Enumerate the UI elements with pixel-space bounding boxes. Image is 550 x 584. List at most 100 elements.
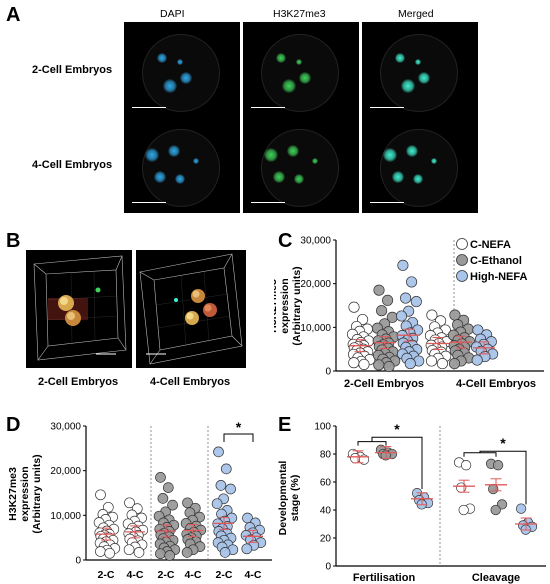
data-point	[350, 453, 361, 464]
data-point	[348, 357, 360, 369]
chart-c-y-tick-label: 20,000	[300, 279, 331, 290]
chart-c-y-tick-label: 10,000	[300, 323, 331, 334]
render-caption-2-cell: 2-Cell Embryos	[38, 376, 119, 388]
chart-d-x-tick-label: 4-C	[245, 569, 262, 581]
data-point	[219, 547, 231, 558]
column-header-dapi: DAPI	[160, 8, 185, 20]
chart-c-y-tick-label: 0	[325, 367, 331, 378]
data-point	[397, 259, 409, 271]
chart-e-y-axis-label-line: Developmental	[277, 461, 289, 536]
nucleus	[383, 148, 397, 162]
data-point	[458, 504, 469, 516]
data-point	[448, 358, 461, 370]
render-3d-4-cell	[136, 250, 246, 368]
data-point	[471, 354, 483, 366]
nucleus	[276, 53, 286, 63]
chart-d-y-axis-label-line: expression	[19, 466, 31, 521]
nucleus	[312, 158, 318, 164]
nucleus	[287, 145, 299, 157]
data-point	[376, 305, 388, 317]
scale-bar	[251, 201, 285, 203]
data-point	[167, 499, 178, 511]
nucleus	[418, 72, 430, 84]
row-label-2-cell: 2-Cell Embryos	[32, 64, 113, 76]
column-header-h3k27me3: H3K27me3	[273, 8, 326, 20]
data-point	[102, 501, 114, 513]
data-point	[395, 310, 408, 322]
nucleus	[431, 158, 437, 164]
data-point	[492, 460, 504, 471]
chart-e-y-tick-label: 60	[320, 478, 332, 489]
chart-e-y-tick-label: 0	[325, 562, 331, 573]
chart-e-y-tick-label: 40	[320, 506, 332, 517]
chart-d-x-tick-label: 2-C	[158, 569, 175, 581]
micrograph-4-cell-dapi	[124, 117, 240, 213]
data-point	[241, 543, 253, 555]
data-point	[133, 547, 145, 558]
micrograph-4-cell-merged	[362, 117, 478, 213]
scale-bar	[132, 106, 166, 108]
chart-d-x-tick-label: 2-C	[216, 569, 233, 581]
data-point	[157, 493, 169, 504]
significance-marker: *	[236, 419, 242, 435]
chart-d-y-tick-label: 30,000	[50, 422, 81, 433]
data-point	[124, 497, 135, 509]
scale-bar	[251, 106, 285, 108]
chart-d-x-tick-label: 4-C	[127, 569, 144, 581]
chart-d-y-axis-label-line: H3K27me3	[7, 467, 19, 521]
data-point	[456, 482, 467, 493]
panel-letter-b: B	[6, 230, 21, 252]
chart-e-x-tick-label: Cleavage	[472, 572, 520, 584]
data-point	[357, 313, 369, 326]
scale-bar	[370, 106, 404, 108]
significance-bracket	[357, 441, 387, 446]
nucleus	[163, 79, 177, 93]
zona-pellucida	[380, 34, 458, 112]
chart-e-y-axis-label-line: stage (%)	[289, 475, 301, 522]
data-point	[348, 301, 360, 313]
data-point	[460, 460, 472, 471]
legend-label: C-Ethanol	[470, 255, 522, 267]
nucleus	[395, 53, 405, 63]
chart-c-x-group-label: 4-Cell Embryos	[456, 378, 536, 390]
chart-e-y-tick-label: 80	[320, 450, 332, 461]
chart-d-y-tick-label: 0	[75, 556, 81, 567]
micrograph-2-cell-h3k27me3	[243, 22, 359, 118]
data-point	[220, 463, 232, 475]
significance-bracket	[463, 452, 497, 457]
data-point	[488, 483, 499, 495]
nucleus	[406, 145, 418, 157]
chart-e-y-tick-label: 100	[314, 422, 331, 433]
significance-bracket	[223, 433, 254, 442]
data-point	[95, 489, 106, 501]
data-point	[515, 503, 527, 514]
data-point	[490, 504, 501, 516]
chart-d-y-tick-label: 10,000	[50, 511, 81, 522]
significance-bracket	[479, 450, 527, 505]
nucleus	[299, 72, 311, 84]
data-point	[373, 359, 385, 371]
data-point	[95, 546, 106, 557]
data-point	[181, 547, 193, 558]
data-point	[215, 480, 227, 491]
zona-pellucida	[142, 129, 220, 207]
scale-bar	[370, 201, 404, 203]
panel-letter-e: E	[278, 414, 292, 436]
significance-bracket	[371, 436, 423, 489]
nucleus	[415, 59, 421, 65]
chart-e-x-tick-label: Fertilisation	[353, 572, 416, 584]
data-point	[425, 355, 438, 367]
nucleus	[177, 59, 183, 65]
chart-c-y-axis-label-line: (Arbitrary units)	[291, 266, 303, 345]
nucleus	[294, 174, 304, 184]
render-3d-2-cell	[26, 250, 132, 368]
data-point	[225, 483, 236, 495]
nucleus	[154, 171, 166, 183]
row-label-4-cell: 4-Cell Embryos	[32, 159, 113, 171]
chart-d-x-tick-label: 2-C	[98, 569, 115, 581]
data-point	[182, 497, 193, 509]
nucleus	[282, 79, 296, 93]
nucleus	[145, 148, 159, 162]
